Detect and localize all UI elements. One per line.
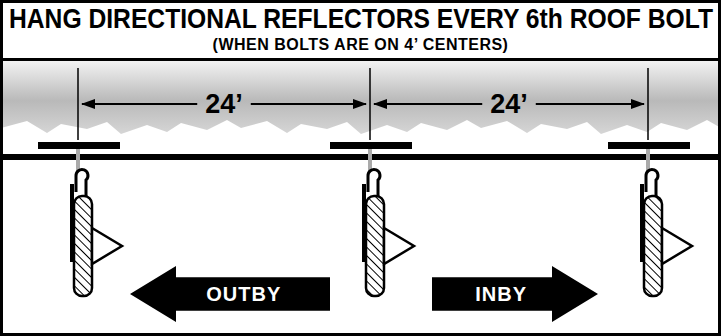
reflector (366, 196, 384, 296)
roof-top-line (0, 58, 721, 61)
title: HANG DIRECTIONAL REFLECTORS EVERY 6th RO… (9, 3, 713, 35)
direction-arrow: OUTBY (130, 266, 330, 322)
dimension-label: 24’ (490, 89, 528, 120)
dimension-line (251, 103, 366, 105)
direction-label: OUTBY (206, 283, 281, 306)
extension-line (647, 68, 649, 140)
dimension-arrowhead (631, 99, 645, 109)
hook (76, 170, 88, 196)
hanger-wire (76, 149, 80, 171)
direction-arrow: INBY (432, 266, 598, 322)
hook (646, 170, 658, 196)
hanger-wire (646, 149, 650, 171)
bolt-plate (38, 142, 120, 149)
extension-line (77, 68, 79, 140)
bolt-plate (330, 142, 412, 149)
hook (368, 170, 380, 196)
bolt-plate (608, 142, 690, 149)
arrow-body (130, 266, 330, 322)
direction-label: INBY (475, 283, 527, 306)
reflector (74, 196, 92, 296)
extension-line (369, 68, 371, 140)
reflector (644, 196, 662, 296)
dimension-label: 24’ (205, 89, 243, 120)
direction-triangle (662, 228, 692, 264)
hanger-wire (368, 149, 372, 171)
dimension-arrowhead (373, 99, 387, 109)
dimension-arrowhead (353, 99, 367, 109)
dimension-line (374, 103, 482, 105)
dimension-arrowhead (81, 99, 95, 109)
dimension-line (536, 103, 644, 105)
direction-triangle (384, 228, 414, 264)
dimension-line (82, 103, 197, 105)
subtitle: (WHEN BOLTS ARE ON 4’ CENTERS) (213, 36, 509, 54)
arrow-body (432, 266, 598, 322)
direction-triangle (92, 228, 122, 264)
mine-roof (0, 60, 721, 134)
